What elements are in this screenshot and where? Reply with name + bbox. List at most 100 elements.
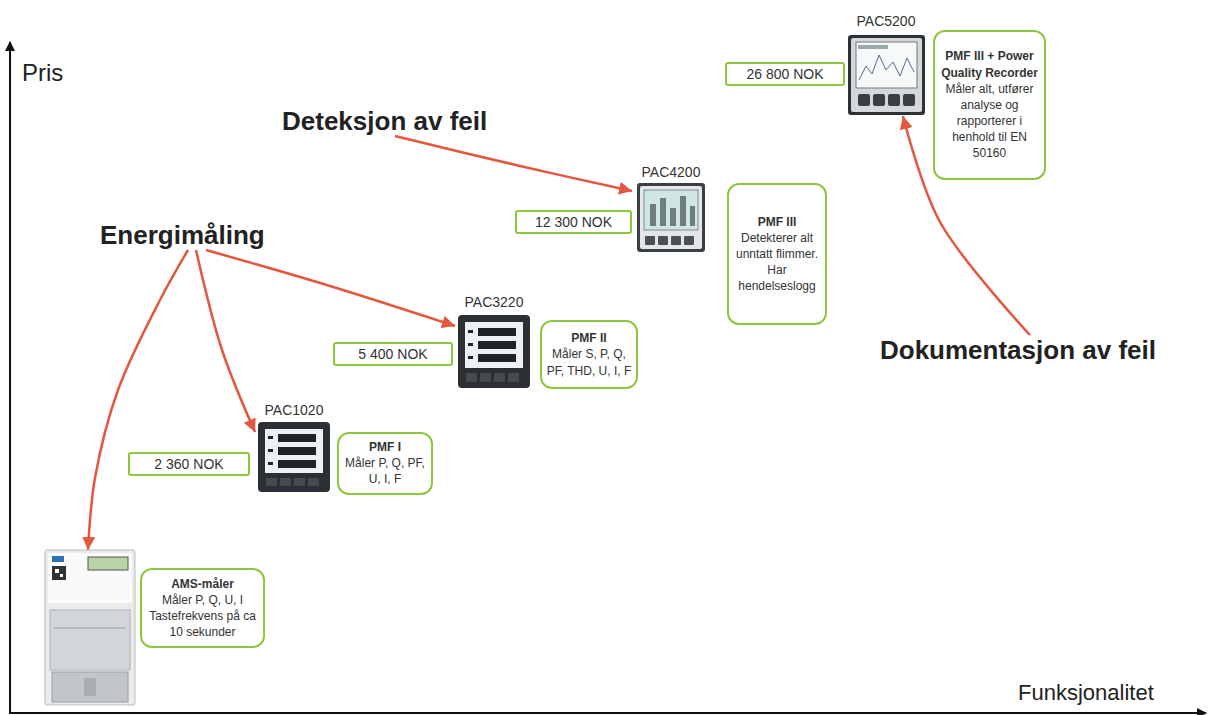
screen-reading bbox=[278, 434, 316, 442]
device-name: PAC4200 bbox=[632, 163, 710, 181]
screen-reading bbox=[278, 447, 316, 455]
screen-mark bbox=[468, 356, 473, 359]
meter-display bbox=[88, 557, 128, 570]
device-name: PAC5200 bbox=[845, 12, 927, 30]
device-screen bbox=[465, 322, 523, 368]
device-frame bbox=[637, 183, 705, 252]
meter-line bbox=[54, 628, 126, 629]
screen-mark bbox=[468, 330, 473, 333]
price-text: 5 400 NOK bbox=[358, 345, 427, 363]
axis-label: Pris bbox=[22, 60, 63, 86]
device-screen bbox=[644, 190, 698, 230]
heading: PMF II bbox=[571, 330, 606, 346]
category-text: Dokumentasjon av feil bbox=[880, 335, 1156, 365]
description-box: PMF IMåler P, Q, PF, U, I, F bbox=[337, 432, 433, 495]
meter-device: PAC1020 bbox=[255, 401, 333, 493]
price-box: 26 800 NOK bbox=[725, 62, 845, 86]
screen-bar bbox=[690, 206, 695, 226]
body-text: Måler alt, utfører analyse og rapportere… bbox=[939, 81, 1040, 162]
category-text: Deteksjon av feil bbox=[282, 106, 487, 136]
price-box: 12 300 NOK bbox=[515, 210, 632, 234]
pointer-arrow bbox=[196, 250, 255, 432]
qr-dot bbox=[55, 569, 59, 573]
meter-device: PAC4200 bbox=[632, 163, 710, 253]
pointer-arrow bbox=[395, 136, 632, 191]
pointer-arrow bbox=[88, 250, 188, 550]
screen-mark bbox=[268, 436, 273, 439]
axis-label: Funksjonalitet bbox=[1018, 681, 1154, 705]
qr-dot bbox=[60, 574, 63, 577]
device-screen bbox=[265, 429, 323, 473]
category-text: Energimåling bbox=[100, 220, 265, 250]
device-frame bbox=[258, 422, 330, 492]
body-text: Måler P, Q, PF, U, I, F bbox=[343, 455, 427, 487]
device-button bbox=[294, 478, 305, 486]
category-label: Deteksjon av feil bbox=[282, 106, 487, 136]
price-text: 26 800 NOK bbox=[746, 65, 823, 83]
device-button bbox=[645, 236, 655, 245]
device-button bbox=[671, 236, 681, 245]
category-label: Energimåling bbox=[100, 220, 265, 250]
device-button bbox=[480, 373, 491, 382]
category-label: Dokumentasjon av feil bbox=[880, 335, 1156, 365]
meter-body bbox=[50, 610, 130, 670]
body-text: Måler S, P, Q, PF, THD, U, I, F bbox=[546, 346, 632, 378]
device-frame bbox=[458, 315, 530, 388]
price-box: 5 400 NOK bbox=[333, 342, 453, 366]
price-text: 2 360 NOK bbox=[154, 455, 223, 473]
heading: PMF III bbox=[758, 214, 797, 230]
pointer-arrow bbox=[206, 250, 455, 326]
description-box: AMS-målerMåler P, Q, U, I Tastefrekvens … bbox=[140, 568, 265, 648]
description-box: PMF III + Power Quality RecorderMåler al… bbox=[933, 30, 1046, 180]
device-button bbox=[658, 236, 668, 245]
description-box: PMF IIMåler S, P, Q, PF, THD, U, I, F bbox=[540, 320, 638, 389]
device-button bbox=[280, 478, 291, 486]
terminal-cover bbox=[52, 672, 128, 702]
device-button bbox=[494, 373, 505, 382]
pac3220-device bbox=[458, 315, 530, 388]
screen-bar bbox=[680, 196, 686, 226]
screen-reading bbox=[278, 460, 316, 468]
screen-mark bbox=[468, 343, 473, 346]
screen-bar bbox=[660, 198, 666, 226]
screen-mark bbox=[268, 462, 273, 465]
screen-reading bbox=[478, 354, 516, 362]
meter-housing bbox=[45, 550, 135, 705]
price-box: 2 360 NOK bbox=[128, 452, 250, 476]
meter-logo bbox=[52, 556, 64, 562]
device-button bbox=[266, 478, 277, 486]
pac4200-device bbox=[637, 183, 705, 252]
meter-device: AMS-målerMåler P, Q, U, I Tastefrekvens … bbox=[45, 550, 267, 705]
device-button bbox=[508, 373, 519, 382]
ams-meter bbox=[45, 550, 135, 705]
pac1020-device bbox=[258, 422, 330, 492]
device-name: PAC3220 bbox=[455, 293, 533, 311]
screen-bar bbox=[670, 208, 676, 226]
device-screen bbox=[856, 42, 917, 88]
meter-device: PAC3220 bbox=[455, 293, 533, 389]
device-bezel bbox=[640, 186, 702, 249]
body-text: Måler P, Q, U, I Tastefrekvens på ca 10 … bbox=[146, 592, 259, 641]
qr-code bbox=[52, 566, 66, 580]
device-button bbox=[466, 373, 477, 382]
body-text: Detekterer alt unntatt flimmer. Har hend… bbox=[733, 230, 821, 295]
heading: PMF I bbox=[369, 439, 401, 455]
device-button bbox=[308, 478, 319, 486]
device-name: PAC1020 bbox=[255, 401, 333, 419]
price-axis bbox=[9, 42, 11, 714]
heading: PMF III + Power Quality Recorder bbox=[939, 48, 1040, 80]
screen-mark bbox=[268, 449, 273, 452]
meter-face bbox=[48, 553, 132, 603]
description-box: PMF IIIDetekterer alt unntatt flimmer. H… bbox=[727, 183, 827, 325]
device-frame bbox=[848, 35, 925, 115]
heading: AMS-måler bbox=[171, 576, 234, 592]
screen-reading bbox=[478, 341, 516, 349]
device-bezel bbox=[851, 38, 922, 112]
pac5200-device bbox=[848, 35, 925, 115]
cover-slot bbox=[84, 678, 96, 696]
device-button bbox=[888, 94, 900, 106]
meter-device: PAC5200 bbox=[845, 12, 927, 116]
price-text: 12 300 NOK bbox=[535, 213, 612, 231]
device-button bbox=[858, 94, 870, 106]
